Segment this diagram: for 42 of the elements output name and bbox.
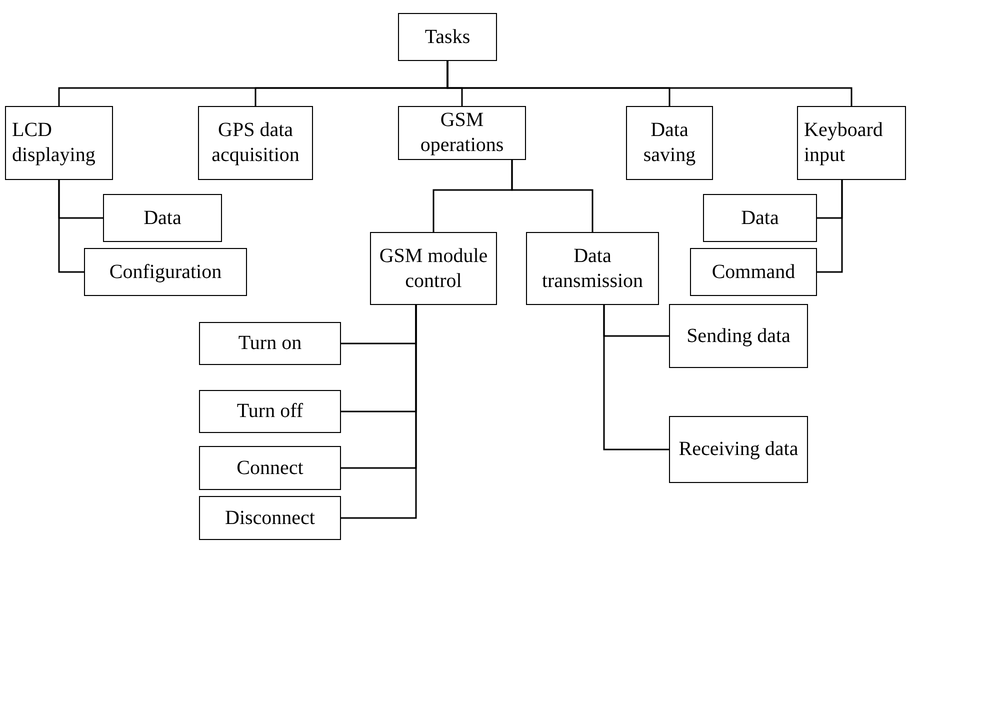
task-label: Tasks	[424, 24, 470, 50]
task-label: GPS data acquisition	[210, 118, 300, 168]
task-label: Data transmission	[540, 244, 644, 294]
connector-line	[58, 180, 84, 273]
task-box	[690, 248, 817, 296]
task-box	[103, 194, 222, 242]
task-label: Sending data	[686, 324, 790, 348]
connector-line	[511, 160, 594, 232]
task-box	[398, 13, 497, 61]
task-label: Data	[741, 206, 779, 230]
task-box	[526, 232, 659, 305]
task-label: Keyboard input	[804, 118, 884, 168]
task-label: LCD displaying	[12, 118, 96, 168]
task-label: Turn on	[238, 331, 302, 356]
task-box	[199, 446, 341, 490]
task-label: GSM operations	[419, 108, 505, 158]
task-box	[198, 106, 313, 180]
task-box	[199, 322, 341, 365]
task-label: GSM module control	[378, 244, 489, 294]
task-label: Configuration	[109, 260, 222, 284]
task-box	[370, 232, 497, 305]
task-box	[199, 496, 341, 540]
task-label: Connect	[236, 456, 304, 480]
connector-line	[341, 305, 417, 519]
connector-line	[446, 61, 852, 106]
task-label: Turn off	[236, 399, 304, 424]
task-label: Command	[712, 260, 796, 284]
task-label: Data	[144, 206, 182, 230]
connector-line	[817, 180, 843, 273]
task-box	[669, 304, 808, 368]
task-box	[797, 106, 906, 180]
task-box	[199, 390, 341, 433]
task-box	[626, 106, 713, 180]
task-label: Receiving data	[678, 437, 798, 462]
task-label: Disconnect	[225, 506, 315, 530]
task-box	[84, 248, 247, 296]
task-box	[398, 106, 526, 160]
connector-line	[603, 305, 669, 450]
task-label: Data saving	[642, 118, 697, 168]
task-box	[703, 194, 817, 242]
task-box	[669, 416, 808, 483]
task-box	[5, 106, 113, 180]
